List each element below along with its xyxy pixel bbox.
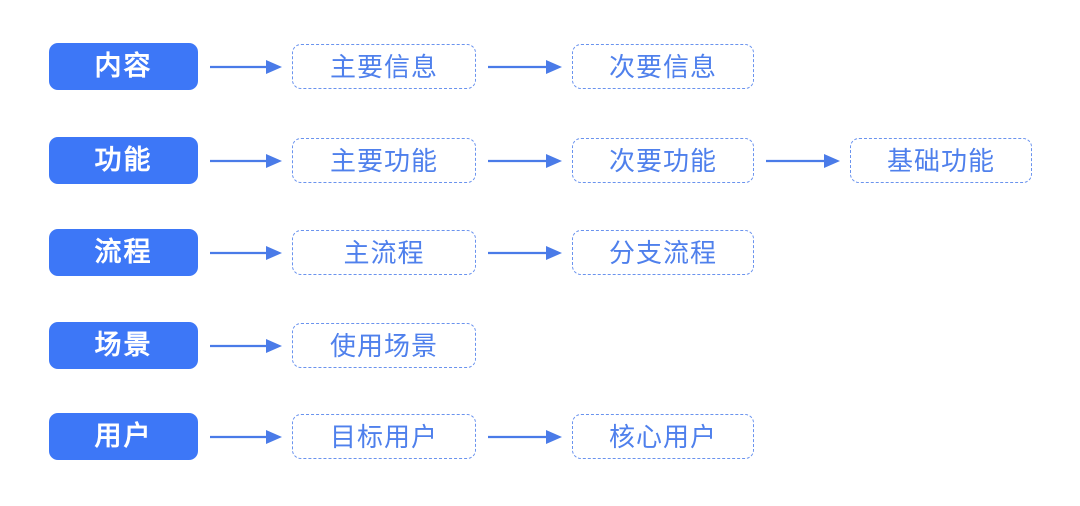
- step-box-function-1[interactable]: 主要功能: [292, 138, 476, 183]
- arrow-right-icon: [766, 150, 840, 172]
- category-pill-scenario[interactable]: 场景: [49, 322, 198, 369]
- arrow-right-icon: [488, 150, 562, 172]
- arrow-right-icon: [210, 335, 282, 357]
- arrow-right-icon: [210, 242, 282, 264]
- step-box-process-2[interactable]: 分支流程: [572, 230, 754, 275]
- arrow-right-icon: [488, 242, 562, 264]
- category-pill-label: 功能: [94, 145, 153, 175]
- diagram-row-content: 内容 主要信息 次要信息: [0, 37, 1080, 97]
- step-box-label: 次要功能: [608, 145, 717, 176]
- category-pill-label: 流程: [94, 237, 153, 267]
- step-box-label: 目标用户: [329, 421, 438, 452]
- step-box-label: 次要信息: [608, 51, 717, 82]
- arrow-right-icon: [210, 426, 282, 448]
- step-box-scenario-1[interactable]: 使用场景: [292, 323, 476, 368]
- category-pill-function[interactable]: 功能: [49, 137, 198, 184]
- diagram-row-scenario: 场景 使用场景: [0, 316, 1080, 376]
- diagram-row-function: 功能 主要功能 次要功能 基础功能: [0, 131, 1080, 191]
- step-box-label: 主要功能: [329, 145, 438, 176]
- arrow-right-icon: [488, 56, 562, 78]
- step-box-content-1[interactable]: 主要信息: [292, 44, 476, 89]
- category-pill-process[interactable]: 流程: [49, 229, 198, 276]
- diagram-row-user: 用户 目标用户 核心用户: [0, 407, 1080, 467]
- category-pill-content[interactable]: 内容: [49, 43, 198, 90]
- step-box-label: 使用场景: [329, 330, 438, 361]
- step-box-user-1[interactable]: 目标用户: [292, 414, 476, 459]
- step-box-function-3[interactable]: 基础功能: [850, 138, 1032, 183]
- arrow-right-icon: [210, 150, 282, 172]
- category-pill-label: 场景: [94, 330, 153, 360]
- step-box-label: 基础功能: [886, 145, 995, 176]
- step-box-label: 主要信息: [329, 51, 438, 82]
- arrow-right-icon: [210, 56, 282, 78]
- diagram-row-process: 流程 主流程 分支流程: [0, 223, 1080, 283]
- step-box-function-2[interactable]: 次要功能: [572, 138, 754, 183]
- step-box-content-2[interactable]: 次要信息: [572, 44, 754, 89]
- arrow-right-icon: [488, 426, 562, 448]
- category-pill-label: 内容: [94, 51, 153, 81]
- step-box-label: 分支流程: [608, 237, 717, 268]
- step-box-process-1[interactable]: 主流程: [292, 230, 476, 275]
- step-box-label: 主流程: [343, 237, 425, 268]
- step-box-user-2[interactable]: 核心用户: [572, 414, 754, 459]
- category-pill-label: 用户: [94, 421, 153, 451]
- step-box-label: 核心用户: [608, 421, 717, 452]
- category-pill-user[interactable]: 用户: [49, 413, 198, 460]
